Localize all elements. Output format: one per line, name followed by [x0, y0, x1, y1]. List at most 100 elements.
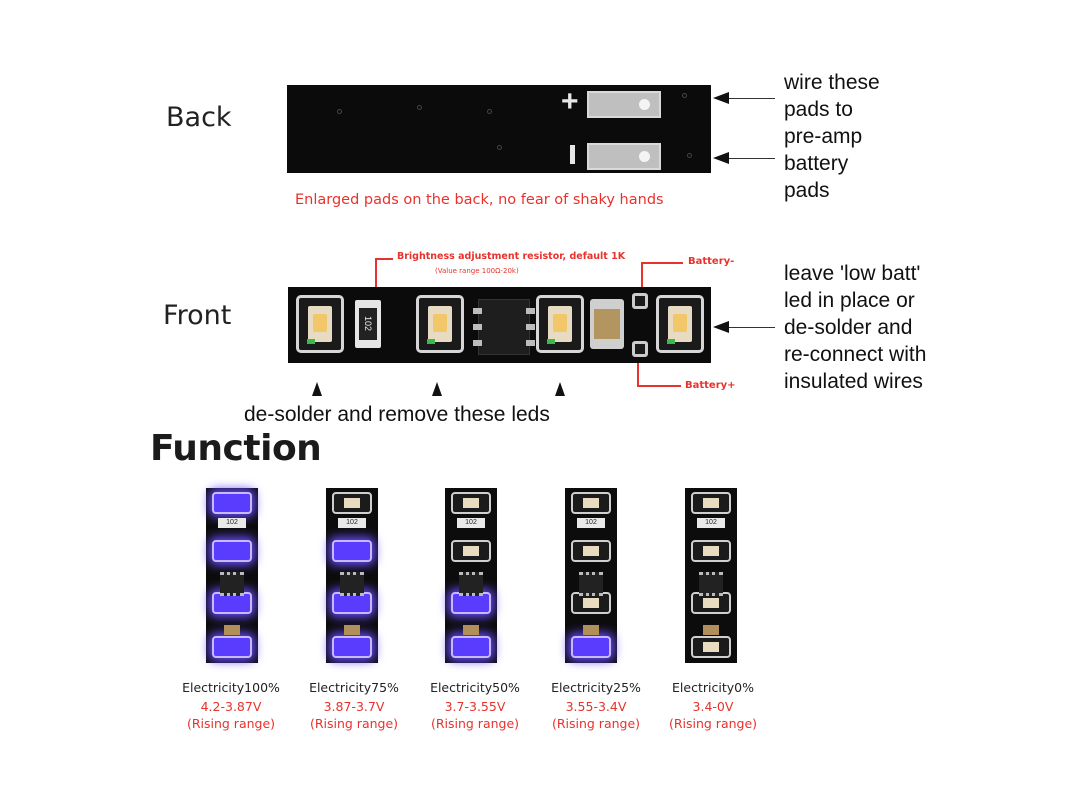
callout-line [641, 262, 643, 292]
strip-resistor: 102 [338, 518, 366, 528]
arrow-up-icon [312, 382, 322, 396]
function-label: Electricity50% [430, 680, 520, 695]
annotation-line: de-solder and [784, 316, 913, 339]
via-dot [682, 93, 687, 98]
annotation-line: pads [784, 179, 830, 202]
annotation-line: wire these [784, 71, 880, 94]
battery-minus-pad [632, 293, 648, 309]
annotation-line: led in place or [784, 289, 915, 312]
led-lit [212, 492, 252, 514]
via-dot [337, 109, 342, 114]
led-off [571, 540, 611, 562]
led-off [332, 492, 372, 514]
via-dot [687, 153, 692, 158]
function-voltage: 3.87-3.7V [323, 699, 385, 714]
indicator-strip: 102 [445, 488, 497, 663]
strip-capacitor [583, 625, 599, 635]
arrow-left-icon [713, 152, 729, 164]
front-annotation: leave 'low batt' led in place or de-sold… [784, 260, 926, 395]
led-off [451, 492, 491, 514]
capacitor [590, 299, 624, 349]
back-caption: Enlarged pads on the back, no fear of sh… [295, 192, 664, 208]
annotation-line: insulated wires [784, 370, 923, 393]
strip-chip [459, 572, 483, 596]
via-dot [487, 109, 492, 114]
led-lit [451, 636, 491, 658]
indicator-strip: 102 [565, 488, 617, 663]
annotation-line: pre-amp [784, 125, 863, 148]
led-lit [332, 636, 372, 658]
function-range: (Rising range) [551, 716, 641, 731]
negative-pad [587, 143, 661, 170]
resistor: 102 [355, 300, 381, 348]
function-range: (Rising range) [668, 716, 758, 731]
function-range: (Rising range) [186, 716, 276, 731]
function-voltage: 4.2-3.87V [200, 699, 262, 714]
strip-capacitor [344, 625, 360, 635]
arrow-left-icon [713, 92, 729, 104]
arrow-line [727, 327, 775, 328]
strip-capacitor [224, 625, 240, 635]
callout-line [375, 258, 393, 260]
annotation-line: re-connect with [784, 343, 927, 366]
led-off [691, 540, 731, 562]
back-annotation: wire these pads to pre-amp battery pads [784, 69, 880, 204]
led-off [451, 540, 491, 562]
led-lit [571, 636, 611, 658]
led-lit [212, 540, 252, 562]
function-range: (Rising range) [309, 716, 399, 731]
front-label: Front [163, 300, 232, 331]
remove-leds-note: de-solder and remove these leds [244, 403, 550, 426]
callout-line [641, 262, 683, 264]
strip-resistor: 102 [577, 518, 605, 528]
function-range: (Rising range) [430, 716, 520, 731]
function-title: Function [150, 428, 322, 469]
arrow-line [727, 98, 775, 99]
strip-resistor: 102 [697, 518, 725, 528]
resistor-range: (Value range 100Ω-20k) [435, 267, 519, 275]
minus-sign-icon [570, 145, 575, 164]
function-label: Electricity0% [672, 680, 754, 695]
led-off [571, 492, 611, 514]
callout-line [637, 385, 681, 387]
back-label: Back [166, 102, 232, 133]
ic-chip [473, 299, 535, 355]
strip-capacitor [703, 625, 719, 635]
function-voltage: 3.55-3.4V [565, 699, 627, 714]
function-voltage: 3.4-0V [692, 699, 734, 714]
function-label: Electricity100% [182, 680, 280, 695]
callout-line [375, 258, 377, 300]
resistor-code: 102 [359, 308, 377, 340]
battery-plus-pad [632, 341, 648, 357]
led-low-batt [656, 295, 704, 353]
led-off [691, 492, 731, 514]
back-board-image: + [287, 85, 711, 173]
battery-minus-label: Battery- [688, 256, 735, 267]
function-label: Electricity25% [551, 680, 641, 695]
strip-chip [699, 572, 723, 596]
strip-chip [579, 572, 603, 596]
strip-capacitor [463, 625, 479, 635]
function-label: Electricity75% [309, 680, 399, 695]
via-dot [497, 145, 502, 150]
arrow-left-icon [713, 321, 729, 333]
led-lit [212, 636, 252, 658]
via-dot [417, 105, 422, 110]
annotation-line: pads to [784, 98, 853, 121]
battery-plus-label: Battery+ [685, 380, 736, 391]
arrow-line [727, 158, 775, 159]
arrow-up-icon [555, 382, 565, 396]
resistor-callout: Brightness adjustment resistor, default … [397, 251, 626, 262]
strip-chip [220, 572, 244, 596]
callout-line [637, 360, 639, 386]
led-off [691, 636, 731, 658]
strip-resistor: 102 [218, 518, 246, 528]
plus-sign-icon: + [561, 85, 579, 118]
annotation-line: leave 'low batt' [784, 262, 921, 285]
indicator-strip: 102 [326, 488, 378, 663]
indicator-strip: 102 [685, 488, 737, 663]
function-voltage: 3.7-3.55V [444, 699, 506, 714]
strip-chip [340, 572, 364, 596]
strip-resistor: 102 [457, 518, 485, 528]
arrow-up-icon [432, 382, 442, 396]
